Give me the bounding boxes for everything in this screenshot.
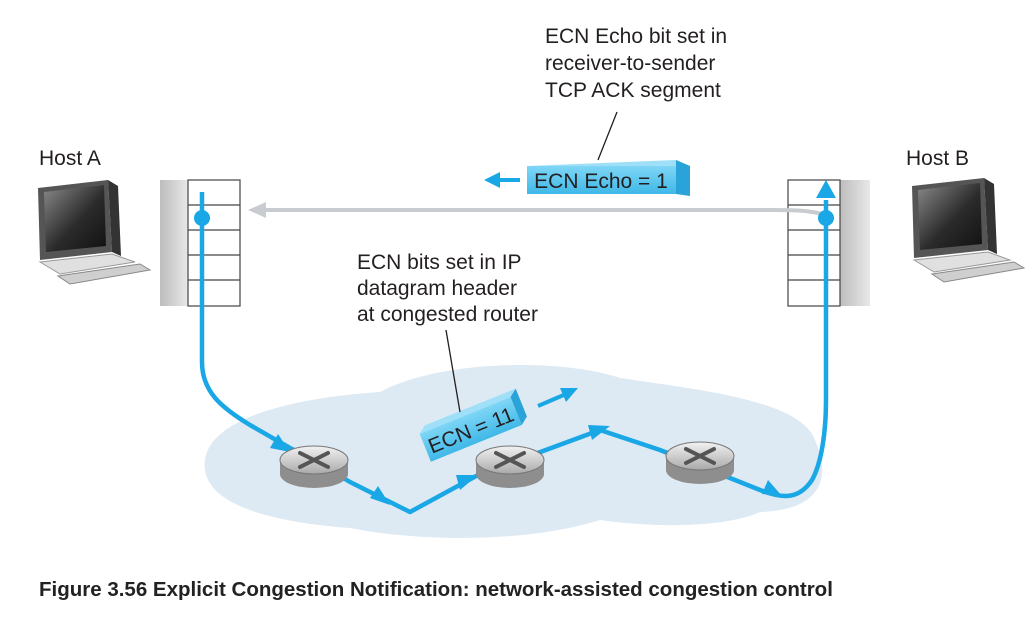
router-3-icon: [665, 441, 735, 484]
data-arrowhead-5-icon: [762, 480, 782, 496]
data-arrowhead-3-icon: [456, 475, 478, 490]
host-b-label: Host B: [906, 147, 970, 170]
data-arrowhead-6-icon: [816, 180, 836, 198]
echo-callout-leader: [597, 111, 618, 161]
host-a-stack-dot: [194, 210, 210, 226]
host-a-computer-icon: [38, 180, 152, 285]
ecn-direction-arrow: [537, 392, 567, 408]
data-arrowhead-4-icon: [588, 425, 610, 440]
router-2-icon: [475, 445, 545, 488]
echo-callout-line-1: ECN Echo bit set in: [545, 25, 728, 48]
ack-return-path: [262, 208, 827, 217]
data-path: [199, 192, 829, 515]
ecn-echo-tag: ECN Echo = 1: [527, 160, 690, 196]
figure-caption: Figure 3.56 Explicit Congestion Notifica…: [39, 578, 833, 601]
host-a-label: Host A: [39, 147, 101, 170]
ecn-echo-tag-text: ECN Echo = 1: [534, 170, 668, 193]
host-b-computer-icon: [912, 178, 1026, 283]
data-arrowhead-2-icon: [370, 486, 390, 505]
host-a-protocol-stack: [160, 179, 241, 307]
data-arrowhead-1-icon: [270, 434, 290, 452]
echo-arrowhead-icon: [484, 172, 500, 188]
router-callout-line-2: datagram header: [357, 277, 517, 300]
router-callout-line-1: ECN bits set in IP: [357, 251, 522, 274]
router-1-icon: [279, 445, 349, 488]
router-callout-line-3: at congested router: [357, 303, 538, 326]
echo-callout-line-3: TCP ACK segment: [545, 79, 721, 102]
host-b-protocol-stack: [787, 179, 870, 307]
router-callout-leader: [445, 329, 461, 413]
ecn-arrowhead-icon: [560, 388, 578, 402]
ack-arrowhead-icon: [248, 202, 266, 218]
echo-callout-line-2: receiver-to-sender: [545, 52, 716, 75]
host-b-stack-dot: [818, 210, 834, 226]
